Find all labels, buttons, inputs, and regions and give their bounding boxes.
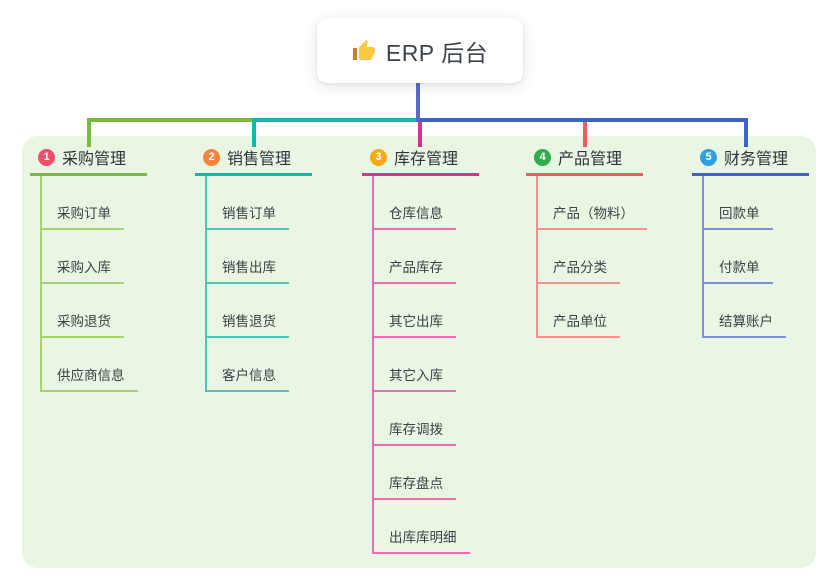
child-node[interactable]: 销售退货 bbox=[205, 304, 289, 338]
connector-segment bbox=[416, 83, 420, 122]
branch-number-badge: 3 bbox=[370, 148, 387, 166]
branch-label: 库存管理 bbox=[394, 151, 459, 168]
child-node[interactable]: 其它入库 bbox=[372, 358, 456, 392]
branch-child-connector-line bbox=[702, 176, 704, 338]
branch-header[interactable]: 2 销售管理 bbox=[203, 147, 292, 168]
branch-child-connector-line bbox=[40, 176, 42, 392]
branch-child-connector-line bbox=[536, 176, 538, 338]
branch-underline bbox=[362, 173, 479, 176]
branch-header[interactable]: 1 采购管理 bbox=[38, 147, 127, 168]
branch-underline bbox=[692, 173, 809, 176]
child-node[interactable]: 库存盘点 bbox=[372, 466, 456, 500]
thumbs-up-icon bbox=[352, 39, 375, 60]
child-node[interactable]: 回款单 bbox=[702, 196, 773, 230]
branch-header[interactable]: 5 财务管理 bbox=[700, 147, 789, 168]
child-node[interactable]: 产品单位 bbox=[536, 304, 620, 338]
child-node[interactable]: 付款单 bbox=[702, 250, 773, 284]
connector-segment bbox=[87, 118, 91, 147]
connector-segment bbox=[744, 118, 748, 147]
child-node[interactable]: 供应商信息 bbox=[40, 358, 138, 392]
child-node[interactable]: 产品库存 bbox=[372, 250, 456, 284]
branches-panel bbox=[22, 136, 816, 568]
branch-underline bbox=[195, 173, 312, 176]
root-node[interactable]: ERP 后台 bbox=[317, 18, 523, 83]
child-node[interactable]: 仓库信息 bbox=[372, 196, 456, 230]
child-node[interactable]: 产品（物料） bbox=[536, 196, 647, 230]
branch-underline bbox=[526, 173, 643, 176]
root-title: ERP 后台 bbox=[385, 39, 489, 66]
branch-label: 采购管理 bbox=[62, 151, 127, 168]
branch-label: 财务管理 bbox=[724, 151, 789, 168]
child-node[interactable]: 采购入库 bbox=[40, 250, 124, 284]
branch-number-badge: 4 bbox=[534, 148, 551, 166]
child-node[interactable]: 采购订单 bbox=[40, 196, 124, 230]
branch-header[interactable]: 3 库存管理 bbox=[370, 147, 459, 168]
child-node[interactable]: 结算账户 bbox=[702, 304, 786, 338]
child-node[interactable]: 出库库明细 bbox=[372, 520, 470, 554]
child-node[interactable]: 产品分类 bbox=[536, 250, 620, 284]
branch-child-connector-line bbox=[372, 176, 374, 554]
connector-segment bbox=[252, 118, 422, 122]
branch-number-badge: 1 bbox=[38, 148, 55, 166]
branch-child-connector-line bbox=[205, 176, 207, 392]
child-node[interactable]: 采购退货 bbox=[40, 304, 124, 338]
branch-header[interactable]: 4 产品管理 bbox=[534, 147, 623, 168]
connector-segment bbox=[418, 118, 422, 147]
child-node[interactable]: 销售订单 bbox=[205, 196, 289, 230]
child-node[interactable]: 销售出库 bbox=[205, 250, 289, 284]
branch-label: 销售管理 bbox=[227, 151, 292, 168]
branch-number-badge: 2 bbox=[203, 148, 220, 166]
branch-label: 产品管理 bbox=[558, 151, 623, 168]
child-node[interactable]: 库存调拨 bbox=[372, 412, 456, 446]
child-node[interactable]: 其它出库 bbox=[372, 304, 456, 338]
child-node[interactable]: 客户信息 bbox=[205, 358, 289, 392]
branch-number-badge: 5 bbox=[700, 148, 717, 166]
connector-segment bbox=[583, 118, 587, 147]
connector-segment bbox=[418, 118, 748, 122]
connector-segment bbox=[252, 118, 256, 147]
branch-underline bbox=[30, 173, 147, 176]
